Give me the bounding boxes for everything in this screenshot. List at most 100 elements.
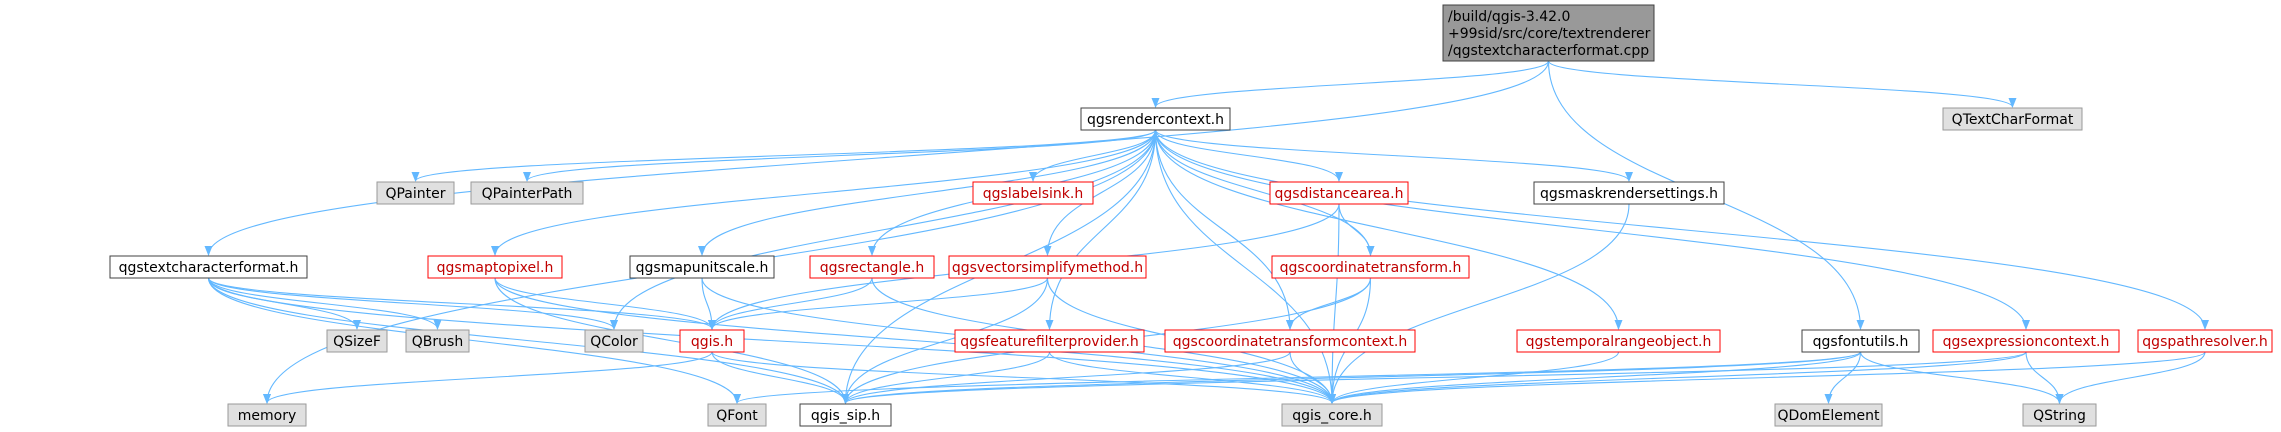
node-qgsexpressioncontext[interactable]: qgsexpressioncontext.h — [1932, 329, 2120, 353]
node-label: qgsvectorsimplifymethod.h — [952, 260, 1143, 276]
edge-qgsmaptopixel-to-qgis_sip — [494, 277, 850, 404]
edge-qgsexpressioncontext-to-qgis_sip — [841, 351, 2027, 404]
edge-qgsmaskrendersettings-to-qgis_core — [1328, 203, 1630, 404]
edge-qgsfontutils-to-qstring — [1859, 351, 2064, 404]
node-qgsfontutils[interactable]: qgsfontutils.h — [1801, 329, 1920, 353]
node-box — [707, 403, 767, 427]
node-box — [954, 329, 1145, 353]
node-box — [2022, 403, 2097, 427]
node-label: qgis.h — [691, 334, 733, 350]
node-qgscoordinatetransform[interactable]: qgscoordinatetransform.h — [1271, 255, 1470, 279]
edge-qgsrendercontext-to-qgsvectorsimplifymethod — [1043, 129, 1157, 256]
node-qgsmaptopixel[interactable]: qgsmaptopixel.h — [427, 255, 563, 279]
node-box — [629, 255, 775, 279]
node-qgslabelsink[interactable]: qgslabelsink.h — [972, 181, 1094, 205]
edge-qgsrendercontext-to-qgsdistancearea — [1154, 129, 1343, 182]
edge-root-to-qtextcharformat — [1547, 60, 2017, 108]
edge-qgsrendercontext-to-qcolor — [610, 129, 1157, 330]
node-box — [405, 329, 470, 353]
edge-qgsexpressioncontext-to-qgis_core — [1328, 351, 2027, 404]
node-box — [1942, 107, 2083, 131]
edge-qgstemporalrangeobject-to-qgis_core — [1328, 351, 1620, 404]
node-label: qgsfontutils.h — [1813, 334, 1909, 350]
edge-qgsrendercontext-to-qgsmapunitscale — [698, 129, 1157, 256]
node-label: /qgstextcharacterformat.cpp — [1448, 43, 1649, 59]
node-label: qgsrendercontext.h — [1087, 112, 1224, 128]
edge-qgsrendercontext-to-qgstemporalrangeobject — [1154, 129, 1623, 330]
node-qgstemporalrangeobject[interactable]: qgstemporalrangeobject.h — [1516, 329, 1721, 353]
node-qcolor[interactable]: QColor — [584, 329, 644, 353]
node-qfont[interactable]: QFont — [707, 403, 767, 427]
edges-layer — [204, 60, 2209, 404]
node-box — [809, 255, 935, 279]
node-label: qgspathresolver.h — [2142, 334, 2267, 350]
node-qpainter[interactable]: QPainter — [376, 181, 455, 205]
node-label: QTextCharFormat — [1952, 112, 2074, 128]
node-qgis_sip[interactable]: qgis_sip.h — [799, 403, 892, 427]
node-qgsmapunitscale[interactable]: qgsmapunitscale.h — [629, 255, 775, 279]
edge-root-to-qgsrendercontext — [1151, 60, 1550, 108]
node-qstring[interactable]: QString — [2022, 403, 2097, 427]
node-qsizef[interactable]: QSizeF — [326, 329, 388, 353]
node-box — [1932, 329, 2120, 353]
node-qgsrendercontext[interactable]: qgsrendercontext.h — [1080, 107, 1231, 131]
node-label: qgis_core.h — [1292, 408, 1372, 424]
node-qgsrectangle[interactable]: qgsrectangle.h — [809, 255, 935, 279]
node-label: qgsrectangle.h — [820, 260, 924, 276]
node-label: +99sid/src/core/textrenderer — [1448, 26, 1651, 42]
node-label: qgstextcharacterformat.h — [119, 260, 299, 276]
node-label: QString — [2033, 408, 2086, 424]
node-label: qgslabelsink.h — [983, 186, 1083, 202]
node-box — [326, 329, 388, 353]
edge-qgsvectorsimplifymethod-to-qgis — [708, 277, 1049, 330]
node-qgis[interactable]: qgis.h — [679, 329, 745, 353]
edge-qgsfontutils-to-qgis_sip — [841, 351, 1862, 404]
node-qgscoordinatetransformcontext[interactable]: qgscoordinatetransformcontext.h — [1164, 329, 1416, 353]
edge-qgsrendercontext-to-qgis_core — [1154, 129, 1336, 404]
node-label: qgscoordinatetransform.h — [1280, 260, 1462, 276]
node-qpainterpath[interactable]: QPainterPath — [470, 181, 584, 205]
edge-qgstextcharacterformat-to-qgis_core — [207, 277, 1336, 404]
node-label: QPainter — [385, 186, 445, 202]
node-label: QPainterPath — [482, 186, 573, 202]
node-label: qgscoordinatetransformcontext.h — [1173, 334, 1407, 350]
edge-qgsrendercontext-to-qgscoordinatetransformcontext — [1154, 129, 1294, 330]
node-qtextcharformat[interactable]: QTextCharFormat — [1942, 107, 2083, 131]
node-label: qgstemporalrangeobject.h — [1526, 334, 1712, 350]
node-qbrush[interactable]: QBrush — [405, 329, 470, 353]
node-qgsvectorsimplifymethod[interactable]: qgsvectorsimplifymethod.h — [948, 255, 1147, 279]
edge-qgsvectorsimplifymethod-to-qgis_sip — [841, 277, 1049, 404]
edge-qgsrendercontext-to-qpainter — [411, 129, 1157, 182]
node-label: qgsmapunitscale.h — [636, 260, 769, 276]
node-qgsfeaturefilterprovider[interactable]: qgsfeaturefilterprovider.h — [954, 329, 1145, 353]
edge-qgsfeaturefilterprovider-to-qgis_sip — [841, 351, 1051, 404]
node-box — [427, 255, 563, 279]
edge-root-to-qgstextcharacterformat — [204, 60, 1550, 256]
node-label: qgsmaptopixel.h — [437, 260, 554, 276]
edge-qgsrendercontext-to-qpainterpath — [523, 129, 1157, 182]
node-qgis_core[interactable]: qgis_core.h — [1281, 403, 1383, 427]
edge-qgsrendercontext-to-qgsfeaturefilterprovider — [1045, 129, 1157, 330]
node-box — [1801, 329, 1920, 353]
edge-qgsfeaturefilterprovider-to-qgis_core — [1048, 351, 1336, 404]
nodes-layer: /build/qgis-3.42.0+99sid/src/core/textre… — [109, 4, 2273, 427]
node-qgsmaskrendersettings[interactable]: qgsmaskrendersettings.h — [1533, 181, 1725, 205]
node-qdomelement[interactable]: QDomElement — [1774, 403, 1883, 427]
edge-qgstextcharacterformat-to-qbrush — [207, 277, 442, 330]
node-label: QSizeF — [333, 334, 381, 350]
edge-qgsrendercontext-to-qgsmaptopixel — [491, 129, 1157, 256]
node-root[interactable]: /build/qgis-3.42.0+99sid/src/core/textre… — [1442, 4, 1655, 62]
node-label: qgsmaskrendersettings.h — [1540, 186, 1718, 202]
edge-qgsrectangle-to-qgis — [708, 277, 873, 330]
node-box — [972, 181, 1094, 205]
edge-qgsfontutils-to-qdomelement — [1824, 351, 1862, 404]
edge-qgsdistancearea-to-qgscoordinatetransform — [1338, 203, 1375, 256]
node-qgsdistancearea[interactable]: qgsdistancearea.h — [1269, 181, 1409, 205]
node-qgspathresolver[interactable]: qgspathresolver.h — [2137, 329, 2273, 353]
node-memory[interactable]: memory — [227, 403, 307, 427]
edge-qgsexpressioncontext-to-qstring — [2025, 351, 2064, 404]
edge-qgscoordinatetransformcontext-to-qgis_sip — [841, 351, 1291, 404]
node-qgstextcharacterformat[interactable]: qgstextcharacterformat.h — [109, 255, 308, 279]
edge-qgsrendercontext-to-qgsexpressioncontext — [1154, 129, 2030, 330]
